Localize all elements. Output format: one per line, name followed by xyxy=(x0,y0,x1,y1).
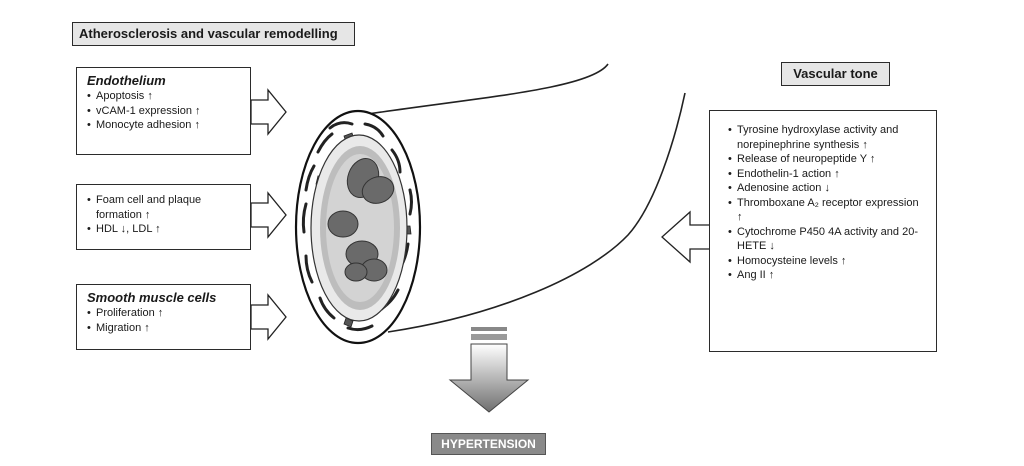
smooth-muscle-list: Proliferation ↑ Migration ↑ xyxy=(87,306,240,335)
endothelium-box: Endothelium Apoptosis ↑ vCAM-1 expressio… xyxy=(76,67,251,155)
list-item: Foam cell and plaque formation ↑ xyxy=(87,193,240,222)
endothelium-list: Apoptosis ↑ vCAM-1 expression ↑ Monocyte… xyxy=(87,89,240,133)
hypertension-label: HYPERTENSION xyxy=(431,433,546,455)
list-item: Migration ↑ xyxy=(87,321,240,336)
list-item: HDL ↓, LDL ↑ xyxy=(87,222,240,237)
vessel-wall-top xyxy=(347,63,609,118)
foam-cell-box: Foam cell and plaque formation ↑ HDL ↓, … xyxy=(76,184,251,250)
endothelium-heading: Endothelium xyxy=(87,73,166,88)
list-item: Ang II ↑ xyxy=(728,268,924,283)
vascular-tone-box: Tyrosine hydroxylase activity and norepi… xyxy=(709,110,937,352)
list-item: Cytochrome P450 4A activity and 20-HETE … xyxy=(728,225,924,254)
list-item: Endothelin-1 action ↑ xyxy=(728,167,924,182)
arrow-endothelium xyxy=(250,88,287,136)
vascular-tone-list: Tyrosine hydroxylase activity and norepi… xyxy=(728,123,924,283)
vessel-wall-bottom xyxy=(387,92,686,333)
list-item: Apoptosis ↑ xyxy=(87,89,240,104)
list-item: Adenosine action ↓ xyxy=(728,181,924,196)
list-item: Homocysteine levels ↑ xyxy=(728,254,924,269)
arrow-vascular-tone xyxy=(661,210,711,264)
list-item: vCAM-1 expression ↑ xyxy=(87,104,240,119)
arrow-down-hypertension xyxy=(448,327,530,413)
list-item: Thromboxane A₂ receptor expression ↑ xyxy=(728,196,924,225)
list-item: Monocyte adhesion ↑ xyxy=(87,118,240,133)
vessel-cross-section xyxy=(294,109,422,345)
smooth-muscle-box: Smooth muscle cells Proliferation ↑ Migr… xyxy=(76,284,251,350)
foam-list: Foam cell and plaque formation ↑ HDL ↓, … xyxy=(87,193,240,237)
section-title-vascular-tone: Vascular tone xyxy=(781,62,890,86)
arrow-foam xyxy=(250,191,287,239)
smooth-muscle-heading: Smooth muscle cells xyxy=(87,290,217,305)
list-item: Tyrosine hydroxylase activity and norepi… xyxy=(728,123,924,152)
list-item: Release of neuropeptide Y ↑ xyxy=(728,152,924,167)
arrow-smooth xyxy=(250,293,287,341)
list-item: Proliferation ↑ xyxy=(87,306,240,321)
section-title-atherosclerosis: Atherosclerosis and vascular remodelling xyxy=(72,22,355,46)
